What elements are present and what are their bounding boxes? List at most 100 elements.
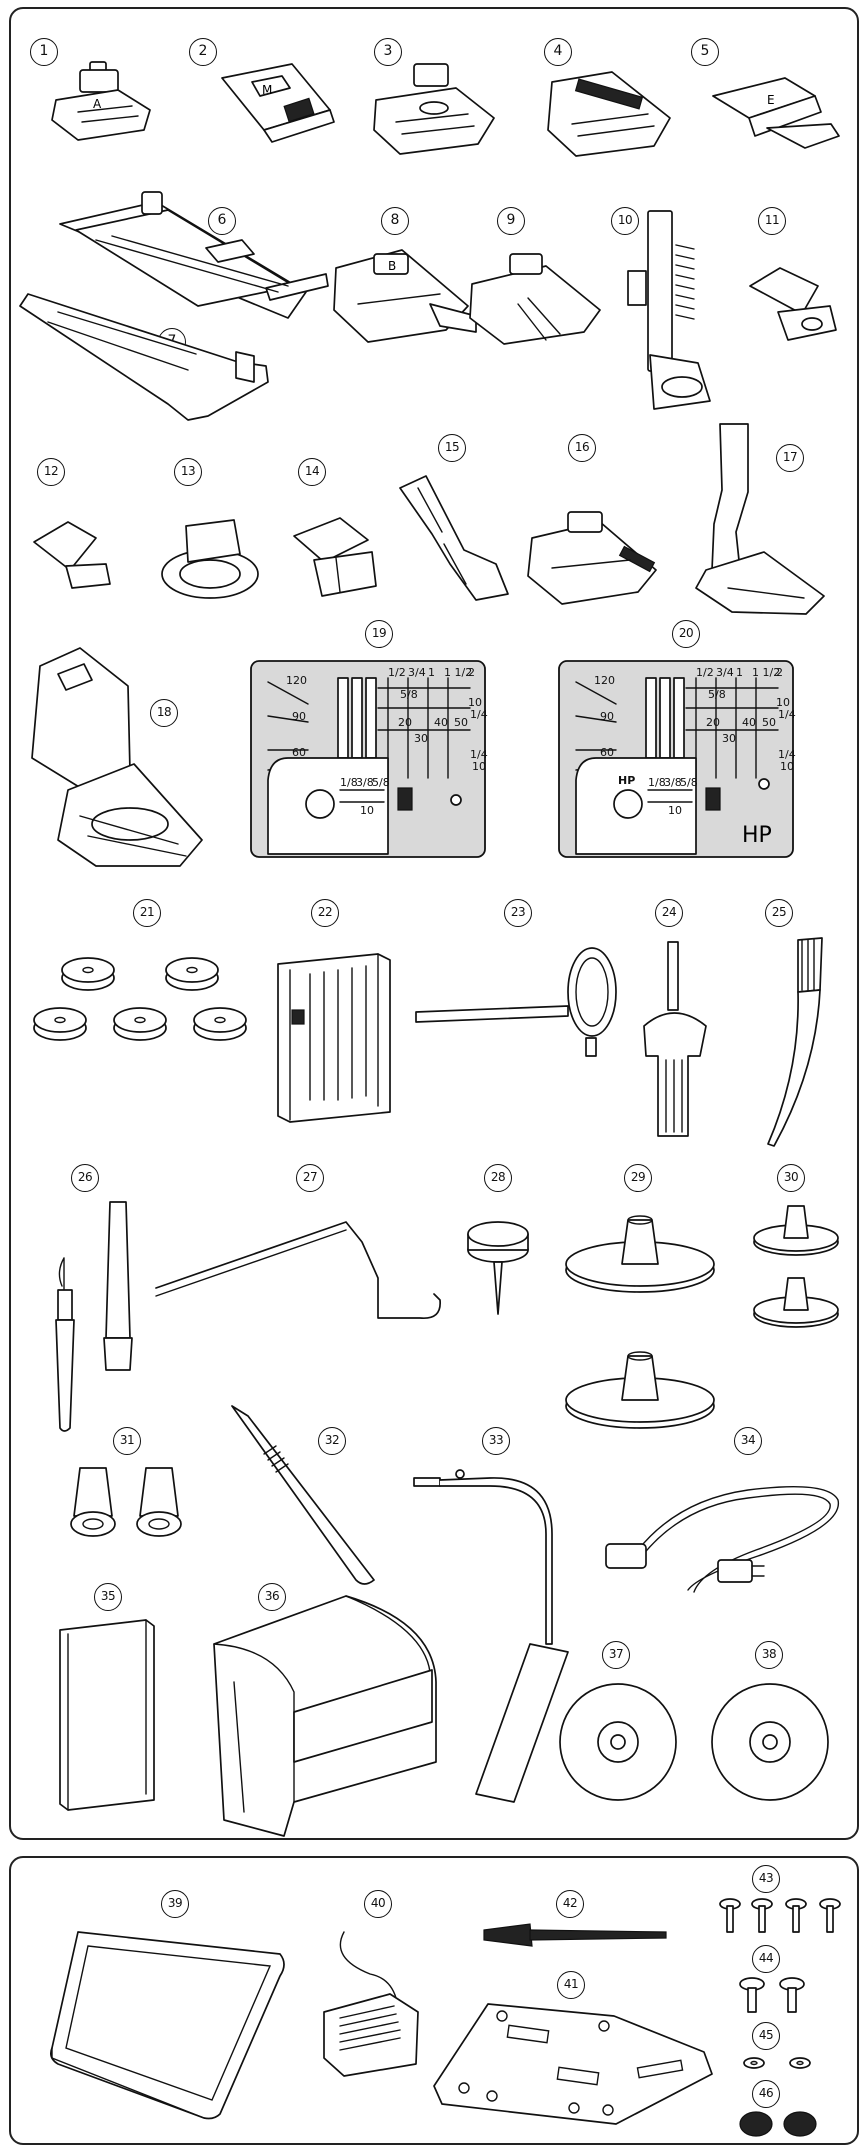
piping-foot-icon [284,506,384,602]
plate-mark-mid-50: 50 [454,716,468,729]
item-number-22: 22 [311,899,339,927]
item-number-19: 19 [365,620,393,648]
item-number-36: 36 [258,1583,286,1611]
cd-disc-1-icon [556,1680,680,1804]
item-number-13: 13 [174,458,202,486]
item-number-15: 15 [438,434,466,462]
item-number-40: 40 [364,1890,392,1918]
extension-table-icon [44,1924,290,2120]
item-number-2: 2 [189,38,217,66]
zigzag-foot-icon: A [48,60,158,145]
foot-control-icon [310,1928,430,2078]
plate-angle-90: 90 [292,710,306,723]
hp-plate-mark-right-10b: 10 [780,760,794,773]
washers-icon [740,2055,816,2071]
item-number-14: 14 [298,458,326,486]
plate-frac-4: 1 1/2 [444,666,472,679]
quarter-inch-foot-icon [524,508,660,608]
item-number-4: 4 [544,38,572,66]
item-number-8: 8 [381,207,409,235]
hp-plate-angle-60: 60 [600,746,614,759]
cording-foot-icon [742,256,842,346]
plate-mark-mid-20: 20 [398,716,412,729]
plate-mark-mid-30: 30 [414,732,428,745]
plate-mark-mid-40: 40 [434,716,448,729]
item-number-18: 18 [150,699,178,727]
plate-angle-60: 60 [292,746,306,759]
plate-frac-5: 2 [468,666,475,679]
plate-mark-right-q2: 1/4 [470,748,488,761]
hp-plate-ruler-3: 5/8 [680,776,698,789]
knee-lifter-icon [410,1464,580,1804]
dust-cover-icon [204,1592,444,1838]
plate-ruler-3: 5/8 [372,776,390,789]
large-spool-holders-icon [560,1210,720,1440]
item-number-43: 43 [752,1865,780,1893]
hp-plate-mark-mid-30: 30 [722,732,736,745]
plate-frac-2: 3/4 [408,666,426,679]
plate-ruler-1: 1/8 [340,776,358,789]
power-cord-icon [598,1470,848,1600]
item-number-44: 44 [752,1945,780,1973]
foot-letter-a: A [93,97,102,111]
hp-plate-ruler-1: 1/8 [648,776,666,789]
hp-plate-mark-mid-20: 20 [706,716,720,729]
item-number-24: 24 [655,899,683,927]
buttonhole-foot-icon [56,188,332,328]
item-number-25: 25 [765,899,793,927]
even-feed-foot-icon [18,640,208,870]
hp-plate-mark-right-q1: 1/4 [778,708,796,721]
darning-foot-icon [624,205,724,415]
item-number-28: 28 [484,1164,512,1192]
hp-plate-frac-2: 3/4 [716,666,734,679]
hp-plate-mark-mid-40: 40 [742,716,756,729]
item-number-38: 38 [755,1641,783,1669]
item-number-20: 20 [672,620,700,648]
satin-foot-icon [370,60,498,160]
bobbins-icon [30,948,250,1088]
rolled-hem-foot-icon: B [330,244,480,354]
stabilizer-plate-icon [18,292,278,422]
open-toe-foot-icon [466,244,606,350]
hp-plate-frac-4: 1 1/2 [752,666,780,679]
item-number-3: 3 [374,38,402,66]
item-number-30: 30 [777,1164,805,1192]
button-sewing-foot-icon [26,512,116,592]
cd-disc-2-icon [708,1680,832,1804]
blind-hem-foot-icon [542,62,678,162]
lint-brush-icon [760,930,840,1152]
rubber-caps-icon [736,2108,820,2140]
hp-plate-frac-5: 2 [776,666,783,679]
item-number-45: 45 [752,2022,780,2050]
item-number-12: 12 [37,458,65,486]
cable-tie-icon [480,1920,670,1956]
needle-set-icon [270,950,398,1126]
item-number-33: 33 [482,1427,510,1455]
hp-plate-frac-1: 1/2 [696,666,714,679]
seam-ripper-icon [40,1198,144,1434]
item-number-27: 27 [296,1164,324,1192]
hp-plate-mark-right-10: 10 [776,696,790,709]
item-number-32: 32 [318,1427,346,1455]
item-number-42: 42 [556,1890,584,1918]
item-number-35: 35 [94,1583,122,1611]
plate-mark-right-q1: 1/4 [470,708,488,721]
embroidery-foot-icon [156,508,266,604]
plate-frac-1: 1/2 [388,666,406,679]
foot-spacer-plate-icon [396,474,512,604]
item-number-16: 16 [568,434,596,462]
item-number-10: 10 [611,207,639,235]
extra-spool-pin-icon [408,932,648,1072]
item-number-21: 21 [133,899,161,927]
plate-angle-120: 120 [286,674,307,687]
zipper-foot-icon: E [705,66,845,162]
instruction-book-icon [56,1618,160,1812]
small-spool-holders-icon [750,1200,842,1340]
foot-letter-e: E [767,93,775,107]
item-number-37: 37 [602,1641,630,1669]
item-number-23: 23 [504,899,532,927]
hp-plate-ruler-2: 3/8 [664,776,682,789]
hp-plate-angle-120: 120 [594,674,615,687]
hp-foot-attachment-plate-icon [428,2000,716,2132]
item-number-5: 5 [691,38,719,66]
